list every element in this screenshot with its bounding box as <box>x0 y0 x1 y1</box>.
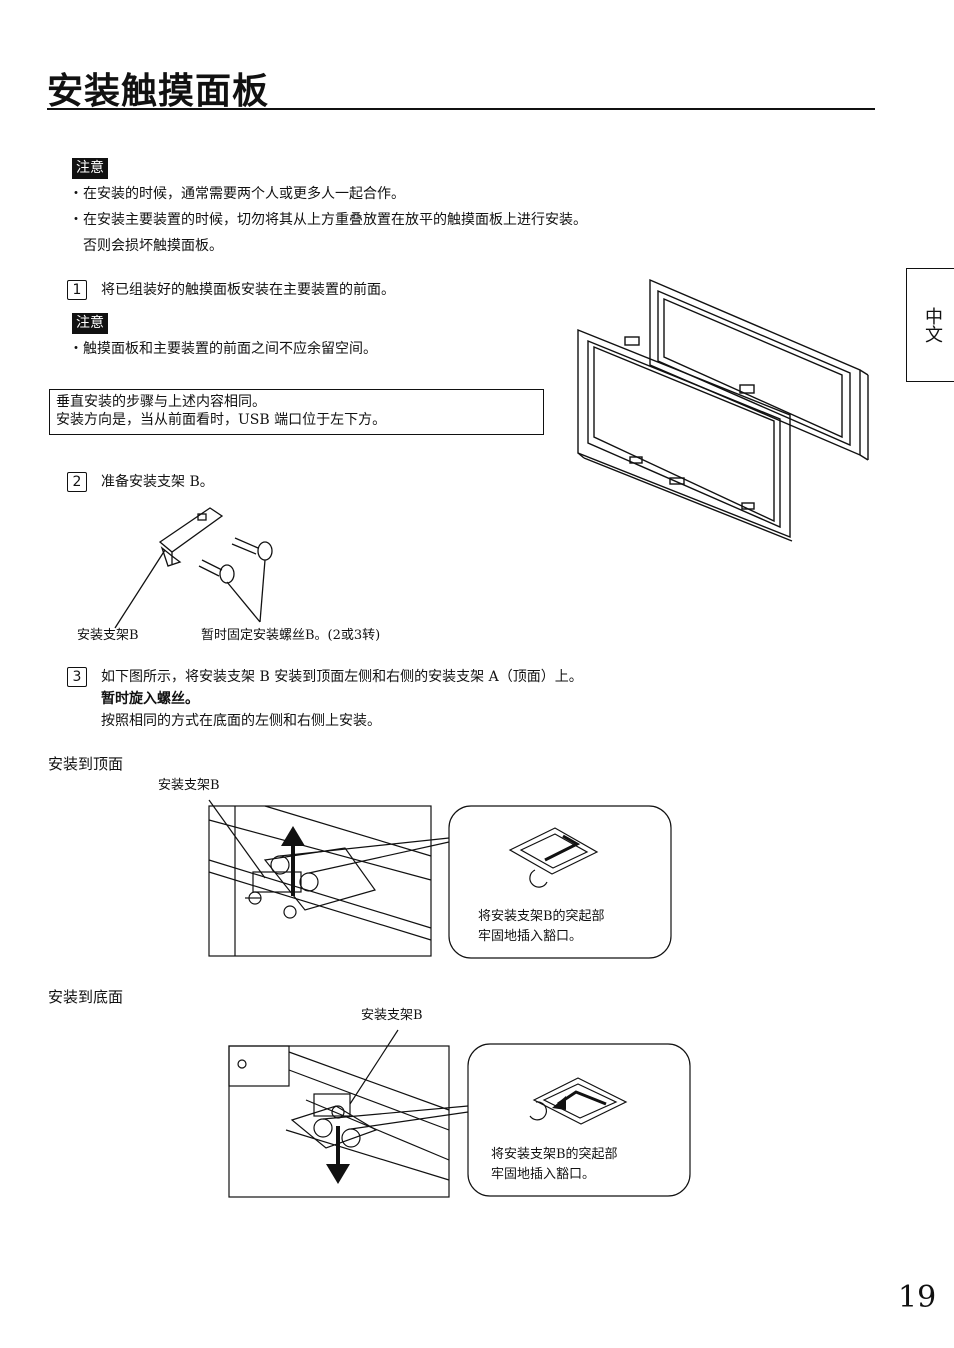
detail-text-top: 将安装支架B的突起部 <box>478 909 605 924</box>
bracket-label-top: 安装支架B <box>158 778 220 793</box>
step-text-line2: 暂时旋入螺丝。 <box>101 691 199 707</box>
caution-item: 在安装主要装置的时候，切勿将其从上方重叠放置在放平的触摸面板上进行安装。 <box>83 211 587 229</box>
bracket-screws-figure <box>114 507 273 629</box>
bracket-label: 安装支架B <box>77 628 139 643</box>
language-tab: 中文 <box>906 268 954 382</box>
page-title: 安装触摸面板 <box>47 71 270 112</box>
bottom-mount-figure <box>228 1029 691 1198</box>
info-line: 垂直安装的步骤与上述内容相同。 <box>56 394 266 410</box>
caution-item: 触摸面板和主要装置的前面之间不应余留空间。 <box>83 340 377 358</box>
info-box: 垂直安装的步骤与上述内容相同。 安装方向是，当从前面看时，USB 端口位于左下方… <box>49 389 544 435</box>
screw-label: 暂时固定安装螺丝B。(2或3转) <box>201 628 381 643</box>
panel-assembly-figure <box>577 278 869 542</box>
caution-tag: 注意 <box>72 313 108 334</box>
language-tab-label: 中文 <box>922 307 943 343</box>
step-number: 2 <box>67 472 87 492</box>
caution-item-continued: 否则会损坏触摸面板。 <box>83 238 223 254</box>
step-text-line3: 按照相同的方式在底面的左侧和右侧上安装。 <box>101 713 381 729</box>
caution-item: 在安装的时候，通常需要两个人或更多人一起合作。 <box>83 185 405 203</box>
detail-text-bottom: 牢固地插入豁口。 <box>491 1167 596 1182</box>
title-rule <box>47 108 875 110</box>
step-text: 准备安装支架 B。 <box>101 474 214 490</box>
step-text: 如下图所示，将安装支架 B 安装到顶面左侧和右侧的安装支架 A（顶面）上。 <box>101 669 583 685</box>
step-number: 1 <box>67 280 87 300</box>
page-number: 19 <box>898 1280 937 1315</box>
top-mount-figure <box>208 799 672 959</box>
step-text: 将已组装好的触摸面板安装在主要装置的前面。 <box>101 282 395 298</box>
section-heading-bottom: 安装到底面 <box>48 988 124 1006</box>
section-heading-top: 安装到顶面 <box>48 755 124 773</box>
bracket-label-bottom: 安装支架B <box>361 1008 423 1023</box>
caution-tag: 注意 <box>72 158 108 179</box>
info-line: 安装方向是，当从前面看时，USB 端口位于左下方。 <box>56 412 387 428</box>
detail-text-top: 牢固地插入豁口。 <box>478 929 583 944</box>
detail-text-bottom: 将安装支架B的突起部 <box>491 1147 618 1162</box>
step-number: 3 <box>67 667 87 687</box>
